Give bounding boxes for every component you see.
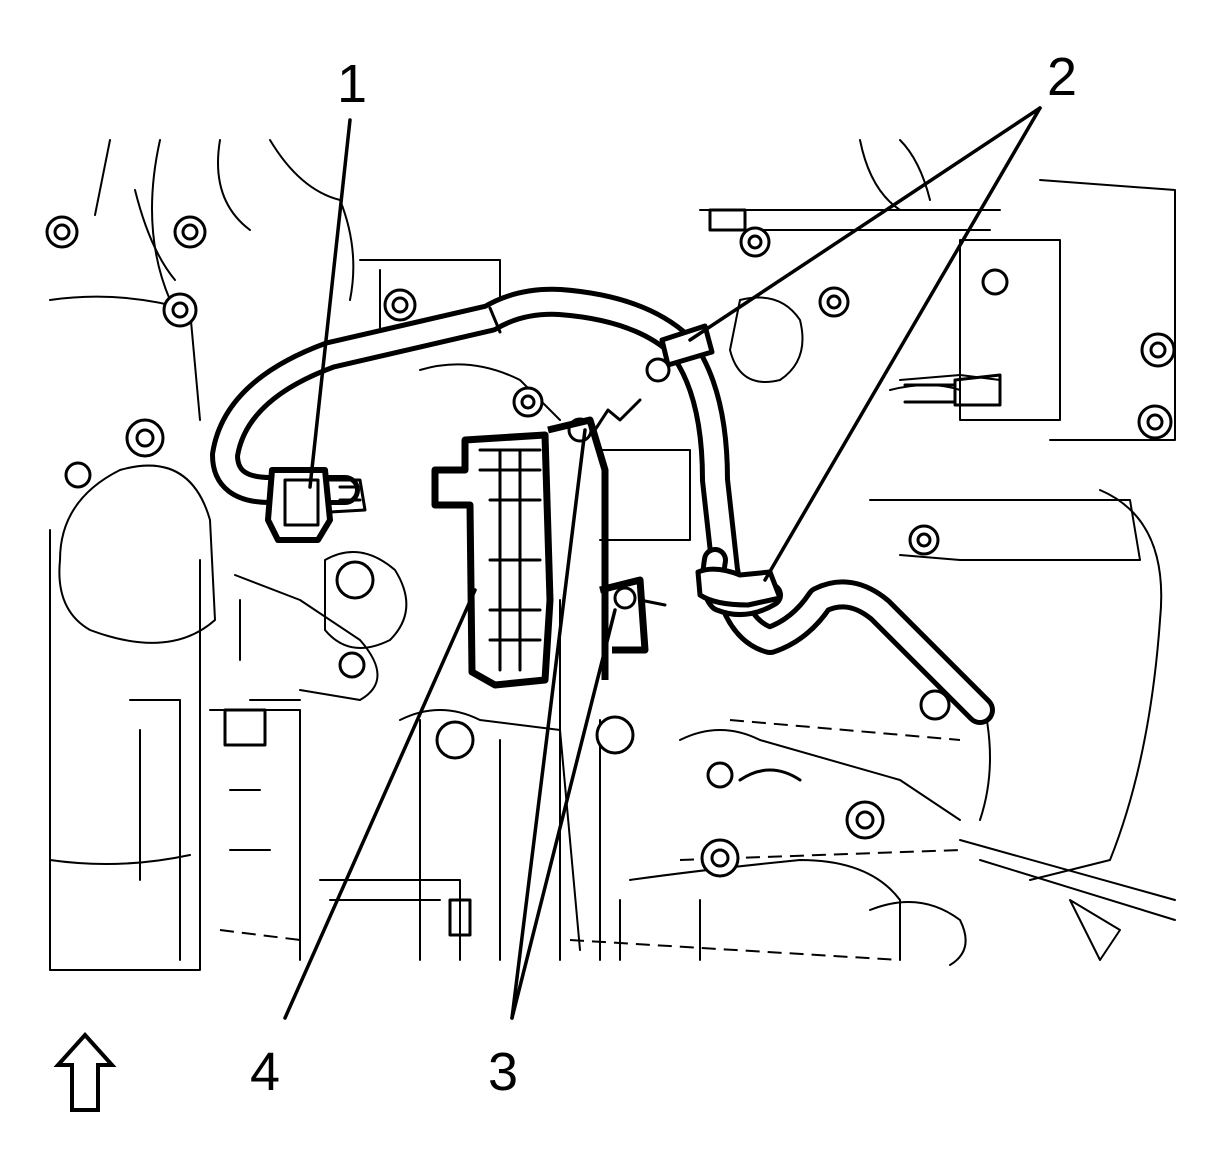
engine-background <box>45 139 1176 971</box>
up-arrow-icon <box>53 1032 117 1112</box>
electrical-connector <box>265 467 367 543</box>
mounting-brackets <box>547 398 667 680</box>
control-module <box>431 431 554 689</box>
callout-4: 4 <box>250 1042 280 1102</box>
leader-3a <box>510 428 587 1020</box>
wiring-harness <box>210 286 995 725</box>
leader-1 <box>308 118 352 489</box>
callout-1: 1 <box>337 54 367 114</box>
leader-2a <box>688 106 1042 342</box>
leader-4 <box>283 588 477 1020</box>
callout-3: 3 <box>488 1042 518 1102</box>
leader-3b <box>510 608 617 1020</box>
callout-2: 2 <box>1047 47 1077 107</box>
leader-lines <box>283 106 1042 1020</box>
leader-2b <box>763 106 1042 582</box>
